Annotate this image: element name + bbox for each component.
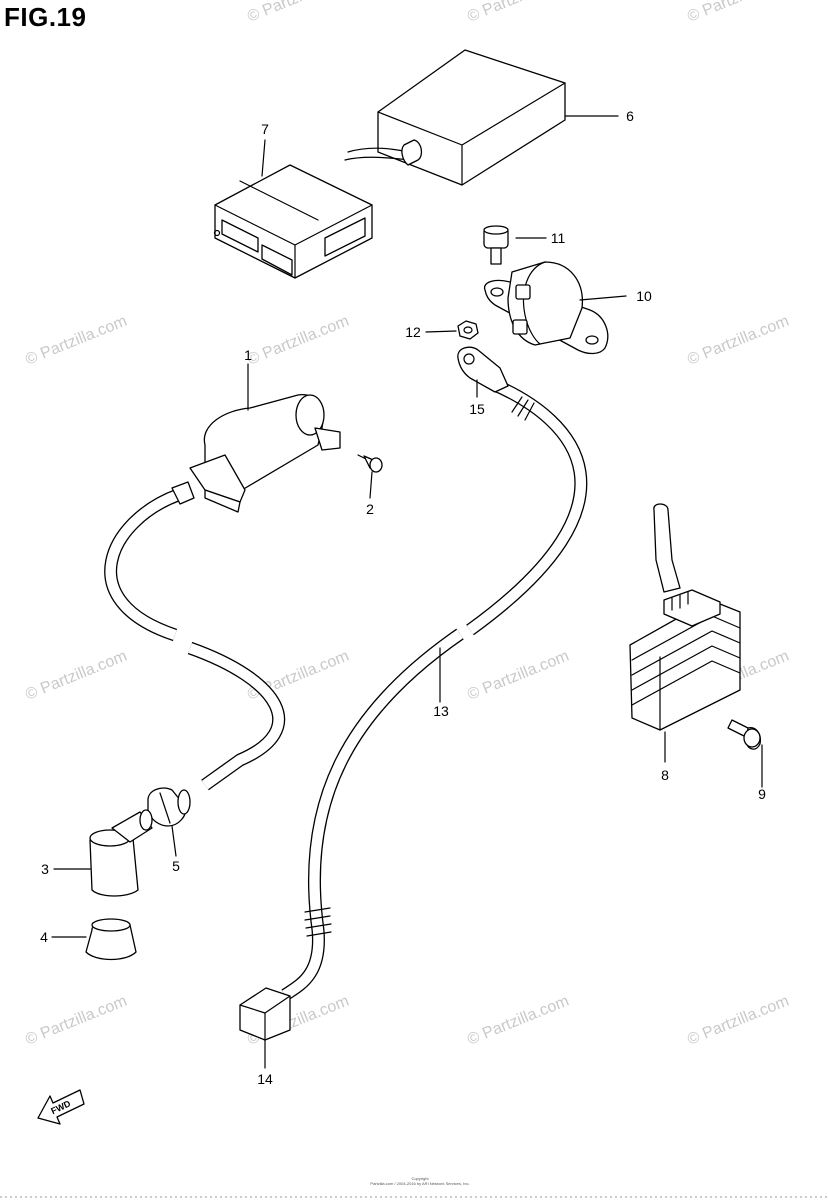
callout-8: 8 [661, 767, 669, 783]
fwd-arrow: FWD [37, 1089, 85, 1125]
callout-7: 7 [261, 121, 269, 137]
callout-11: 11 [551, 230, 566, 246]
callout-14: 14 [257, 1071, 273, 1087]
watermark: © Partzilla.com [465, 993, 571, 1049]
callout-1: 1 [244, 347, 252, 363]
part-4-rubber-cap[interactable] [85, 918, 137, 961]
watermark: © Partzilla.com [23, 993, 129, 1049]
callout-3: 3 [41, 861, 49, 877]
part-2-screw[interactable] [357, 454, 383, 473]
callout-13: 13 [433, 703, 449, 719]
part-3-plug-cap[interactable] [89, 809, 153, 897]
callout-15: 15 [469, 401, 485, 417]
part-13-cable[interactable] [281, 379, 588, 1001]
part-15-terminal[interactable] [457, 346, 509, 393]
callout-labels: 1 2 3 4 5 6 7 8 9 10 11 12 13 14 15 [40, 108, 766, 1087]
watermark: © Partzilla.com [685, 993, 791, 1049]
watermark: © Partzilla.com [23, 648, 129, 704]
part-11-bolt[interactable] [483, 225, 509, 265]
watermark: © Partzilla.com [685, 0, 791, 26]
watermark: © Partzilla.com [245, 313, 351, 369]
part-1-ignition-coil[interactable] [189, 394, 341, 513]
leader-lines [51, 115, 763, 1069]
callout-9: 9 [758, 786, 766, 802]
part-14-boot[interactable] [239, 987, 291, 1041]
part-8-regulator-rectifier[interactable] [629, 503, 741, 731]
part-12-nut[interactable] [457, 320, 479, 340]
ignition-lead [104, 481, 286, 791]
part-7-ecu[interactable] [213, 164, 373, 279]
figure-title: FIG.19 [4, 2, 87, 32]
part-9-bolt[interactable] [727, 719, 762, 750]
copyright-line-1: Copyright [411, 1176, 429, 1181]
callout-4: 4 [40, 929, 48, 945]
part-6-control-unit[interactable] [344, 49, 566, 186]
callout-12: 12 [405, 324, 421, 340]
watermark: © Partzilla.com [465, 648, 571, 704]
watermark: © Partzilla.com [23, 313, 129, 369]
watermark: © Partzilla.com [465, 0, 571, 26]
watermark: © Partzilla.com [685, 313, 791, 369]
part-5-cap-joint[interactable] [147, 787, 191, 827]
callout-10: 10 [636, 288, 652, 304]
callout-6: 6 [626, 108, 634, 124]
copyright-notice: Copyright Partzilla.com / 2004-2016 by A… [340, 1176, 500, 1186]
callout-5: 5 [172, 858, 180, 874]
callout-2: 2 [366, 501, 374, 517]
copyright-line-2: Partzilla.com / 2004-2016 by ARI Network… [370, 1181, 470, 1186]
watermark: © Partzilla.com [245, 0, 351, 26]
part-10-starter-relay[interactable] [483, 261, 609, 355]
